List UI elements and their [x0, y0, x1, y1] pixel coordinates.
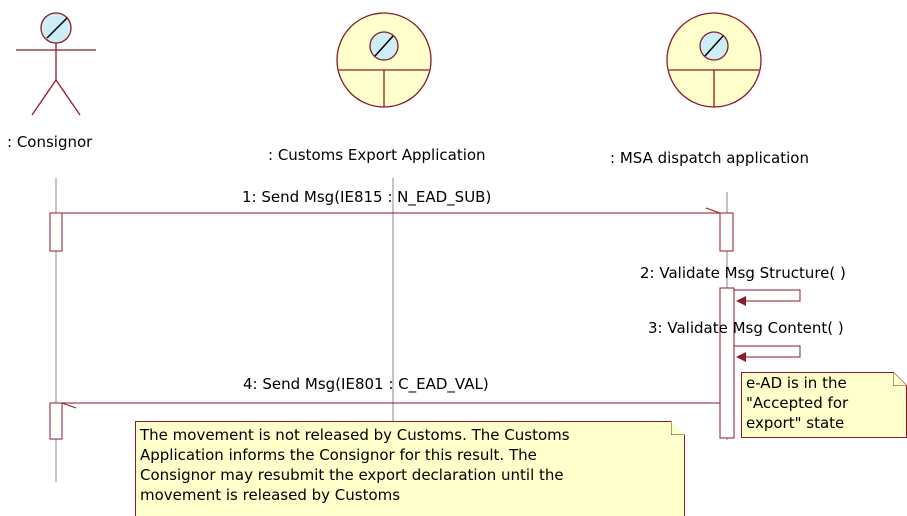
message-4-arrow: [61, 402, 720, 409]
message-3-label: 3: Validate Msg Content( ): [648, 319, 844, 337]
note-fold-corner-icon: [671, 421, 685, 435]
message-3-arrow: [734, 345, 801, 362]
participant-label-consignor: : Consignor: [7, 133, 93, 151]
message-4-label: 4: Send Msg(IE801 : C_EAD_VAL): [243, 375, 489, 393]
note-customs-result-line-1: The movement is not released by Customs.…: [140, 426, 570, 444]
message-2-label: 2: Validate Msg Structure( ): [640, 264, 846, 282]
note-customs-result: The movement is not released by Customs.…: [135, 421, 685, 516]
note-ead-state: e-AD is in the "Accepted for export" sta…: [741, 372, 907, 438]
activation-consignor-2: [49, 402, 63, 440]
note-customs-result-line-3: Consignor may resubmit the export declar…: [140, 466, 564, 484]
note-fold-corner-icon: [893, 372, 907, 386]
actor-consignor-icon: [16, 12, 96, 116]
note-customs-result-line-2: Application informs the Consignor for th…: [140, 446, 537, 464]
note-ead-state-line-1: e-AD is in the: [746, 374, 847, 392]
activation-consignor-1: [49, 212, 63, 252]
msa-application-icon: [666, 12, 762, 108]
participant-label-customs: : Customs Export Application: [268, 146, 486, 164]
note-customs-result-line-4: movement is released by Customs: [140, 486, 401, 504]
note-ead-state-line-3: export" state: [746, 414, 845, 432]
message-1-arrow: [62, 207, 721, 214]
message-2-arrow: [734, 289, 801, 306]
customs-application-icon: [336, 12, 432, 108]
participant-label-msa: : MSA dispatch application: [610, 149, 809, 167]
activation-msa-1: [719, 212, 734, 252]
activation-msa-2: [719, 287, 735, 439]
message-1-label: 1: Send Msg(IE815 : N_EAD_SUB): [242, 188, 492, 206]
note-ead-state-line-2: "Accepted for: [746, 394, 849, 412]
